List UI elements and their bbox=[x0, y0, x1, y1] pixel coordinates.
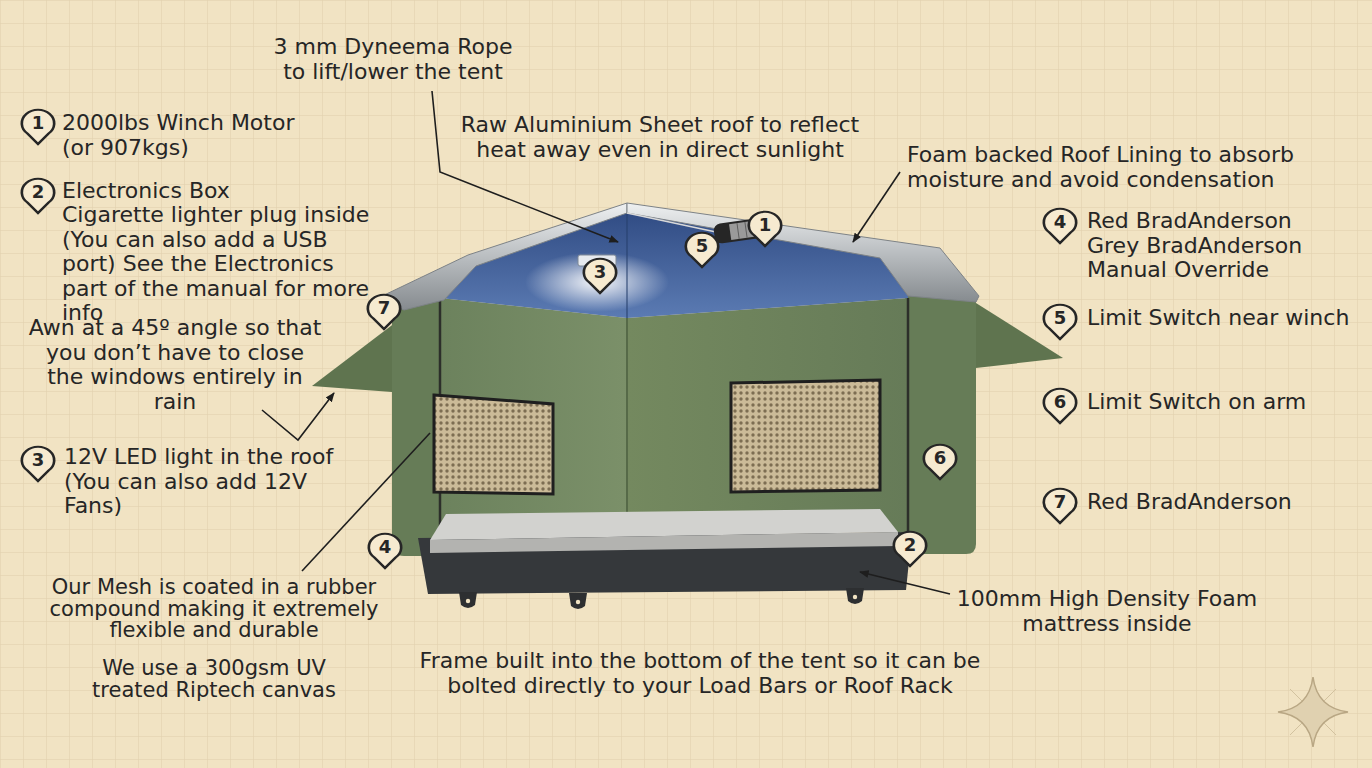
annotation: Grey BradAnderson bbox=[1087, 234, 1302, 259]
callout-marker: 4 bbox=[367, 532, 403, 570]
roof-lining bbox=[440, 208, 908, 318]
annotation: Foam backed Roof Lining to absorb moistu… bbox=[907, 143, 1307, 192]
annotation-text: Red BradAnderson bbox=[1087, 490, 1292, 515]
annotation-text: Our Mesh is coated in a rubber compound … bbox=[44, 577, 384, 642]
leader-line bbox=[262, 393, 334, 440]
mesh-window bbox=[731, 380, 880, 492]
leader-lines bbox=[262, 91, 950, 594]
annotation-text: 12V LED light in the roof (You can also … bbox=[64, 445, 368, 519]
annotation: Limit Switch on arm bbox=[1087, 390, 1306, 415]
callout-marker: 1 bbox=[747, 210, 783, 248]
mount-tab bbox=[569, 593, 587, 609]
mount-hole bbox=[466, 599, 470, 603]
light-glow bbox=[525, 252, 669, 312]
winch-groove bbox=[745, 222, 747, 238]
annotation: 100mm High Density Foam mattress inside bbox=[947, 587, 1267, 636]
callout-number: 4 bbox=[1042, 207, 1078, 237]
tent bbox=[312, 203, 1063, 609]
annotation-text: Manual Override bbox=[1087, 258, 1269, 283]
wall-edge bbox=[907, 298, 910, 536]
callout-number: 5 bbox=[684, 231, 720, 261]
right-wall bbox=[627, 298, 908, 534]
annotation: Raw Aluminium Sheet roof to reflect heat… bbox=[453, 113, 868, 162]
mesh-window bbox=[434, 395, 553, 494]
annotation: Red BradAnderson bbox=[1087, 209, 1292, 234]
callout-marker: 3 bbox=[20, 445, 56, 483]
aluminium-roof bbox=[378, 203, 627, 310]
annotation-text: Foam backed Roof Lining to absorb moistu… bbox=[907, 143, 1307, 192]
base-frame bbox=[418, 532, 912, 594]
callout-marker: 6 bbox=[1042, 387, 1078, 425]
aluminium-roof bbox=[627, 203, 979, 302]
winch-groove bbox=[737, 223, 739, 239]
annotation-text: Electronics Box bbox=[62, 179, 374, 204]
mount-hole bbox=[576, 600, 580, 604]
annotation: 2000lbs Winch Motor (or 907kgs) bbox=[62, 111, 312, 160]
rope bbox=[627, 213, 716, 232]
callout-number: 7 bbox=[366, 293, 402, 323]
annotation: We use a 300gsm UV treated Riptech canva… bbox=[79, 657, 349, 701]
callout-marker: 7 bbox=[1042, 487, 1078, 525]
callout-number: 2 bbox=[20, 177, 56, 207]
callout-marker: 6 bbox=[922, 443, 958, 481]
callout-number: 2 bbox=[892, 530, 928, 560]
callout-number: 6 bbox=[1042, 387, 1078, 417]
annotation: Electronics Box bbox=[62, 179, 374, 204]
annotation: Manual Override bbox=[1087, 258, 1269, 283]
leader-line bbox=[860, 572, 950, 594]
callout-marker: 7 bbox=[366, 293, 402, 331]
callout-number: 3 bbox=[582, 257, 618, 287]
annotation-text: Limit Switch on arm bbox=[1087, 390, 1306, 415]
annotation-text: Grey BradAnderson bbox=[1087, 234, 1302, 259]
annotation-text: Limit Switch near winch bbox=[1087, 306, 1349, 331]
annotation: Red BradAnderson bbox=[1087, 490, 1292, 515]
callout-number: 5 bbox=[1042, 303, 1078, 333]
right-side-panel bbox=[905, 288, 976, 554]
annotation: Our Mesh is coated in a rubber compound … bbox=[44, 577, 384, 642]
mount-tab bbox=[459, 592, 477, 608]
annotation-text: 3 mm Dyneema Rope to lift/lower the tent bbox=[268, 35, 518, 84]
callout-marker: 2 bbox=[892, 530, 928, 568]
annotation-text: Red BradAnderson bbox=[1087, 209, 1292, 234]
annotation: 12V LED light in the roof (You can also … bbox=[64, 445, 368, 519]
sparkle-watermark bbox=[1278, 677, 1348, 747]
annotation-text: 2000lbs Winch Motor (or 907kgs) bbox=[62, 111, 312, 160]
annotation-text: Cigarette lighter plug inside (You can a… bbox=[62, 203, 374, 326]
mattress-edge bbox=[430, 532, 898, 553]
annotation: Frame built into the bottom of the tent … bbox=[405, 649, 995, 698]
annotation: Awn at a 45º angle so that you don’t hav… bbox=[28, 316, 323, 414]
annotation: Cigarette lighter plug inside (You can a… bbox=[62, 203, 374, 326]
annotation-text: 100mm High Density Foam mattress inside bbox=[947, 587, 1267, 636]
annotation-text: Raw Aluminium Sheet roof to reflect heat… bbox=[453, 113, 868, 162]
callout-number: 1 bbox=[747, 210, 783, 240]
callout-number: 1 bbox=[20, 108, 56, 138]
callout-marker: 5 bbox=[684, 231, 720, 269]
callout-marker: 4 bbox=[1042, 207, 1078, 245]
annotation-text: Awn at a 45º angle so that you don’t hav… bbox=[28, 316, 323, 414]
callout-marker: 5 bbox=[1042, 303, 1078, 341]
annotation: 3 mm Dyneema Rope to lift/lower the tent bbox=[268, 35, 518, 84]
wall-corner bbox=[626, 318, 628, 516]
callout-marker: 1 bbox=[20, 108, 56, 146]
annotation: Limit Switch near winch bbox=[1087, 306, 1349, 331]
callout-number: 7 bbox=[1042, 487, 1078, 517]
callout-number: 3 bbox=[20, 445, 56, 475]
annotation-text: We use a 300gsm UV treated Riptech canva… bbox=[79, 657, 349, 701]
mount-tab bbox=[846, 588, 864, 604]
roof-crease bbox=[626, 210, 628, 318]
callout-marker: 3 bbox=[582, 257, 618, 295]
leader-line bbox=[853, 172, 900, 242]
callout-number: 6 bbox=[922, 443, 958, 473]
sparkle-star bbox=[1278, 677, 1348, 747]
callout-marker: 2 bbox=[20, 177, 56, 215]
mount-hole bbox=[853, 595, 857, 599]
callout-number: 4 bbox=[367, 532, 403, 562]
annotation-text: Frame built into the bottom of the tent … bbox=[405, 649, 995, 698]
